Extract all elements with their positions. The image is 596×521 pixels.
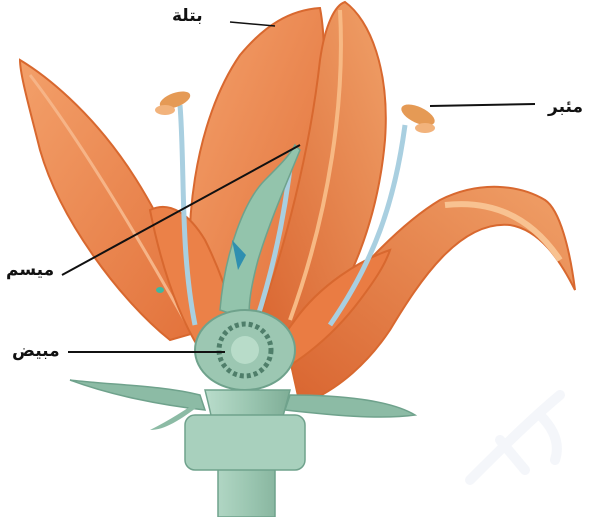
ovary <box>195 310 295 390</box>
leader-anther <box>430 104 535 106</box>
label-ovary: مبيض <box>12 341 60 361</box>
watermark-glyph <box>470 395 560 480</box>
anther-left <box>155 88 192 115</box>
stigma-mark <box>156 287 164 293</box>
sepal-right <box>285 395 415 417</box>
sepal-left <box>70 380 205 410</box>
label-stigma: ميسم <box>6 260 54 280</box>
stem-base <box>185 415 305 470</box>
leader-petal <box>230 22 275 26</box>
label-petal: بتلة <box>172 6 203 26</box>
label-anther: مئبر <box>548 97 583 117</box>
